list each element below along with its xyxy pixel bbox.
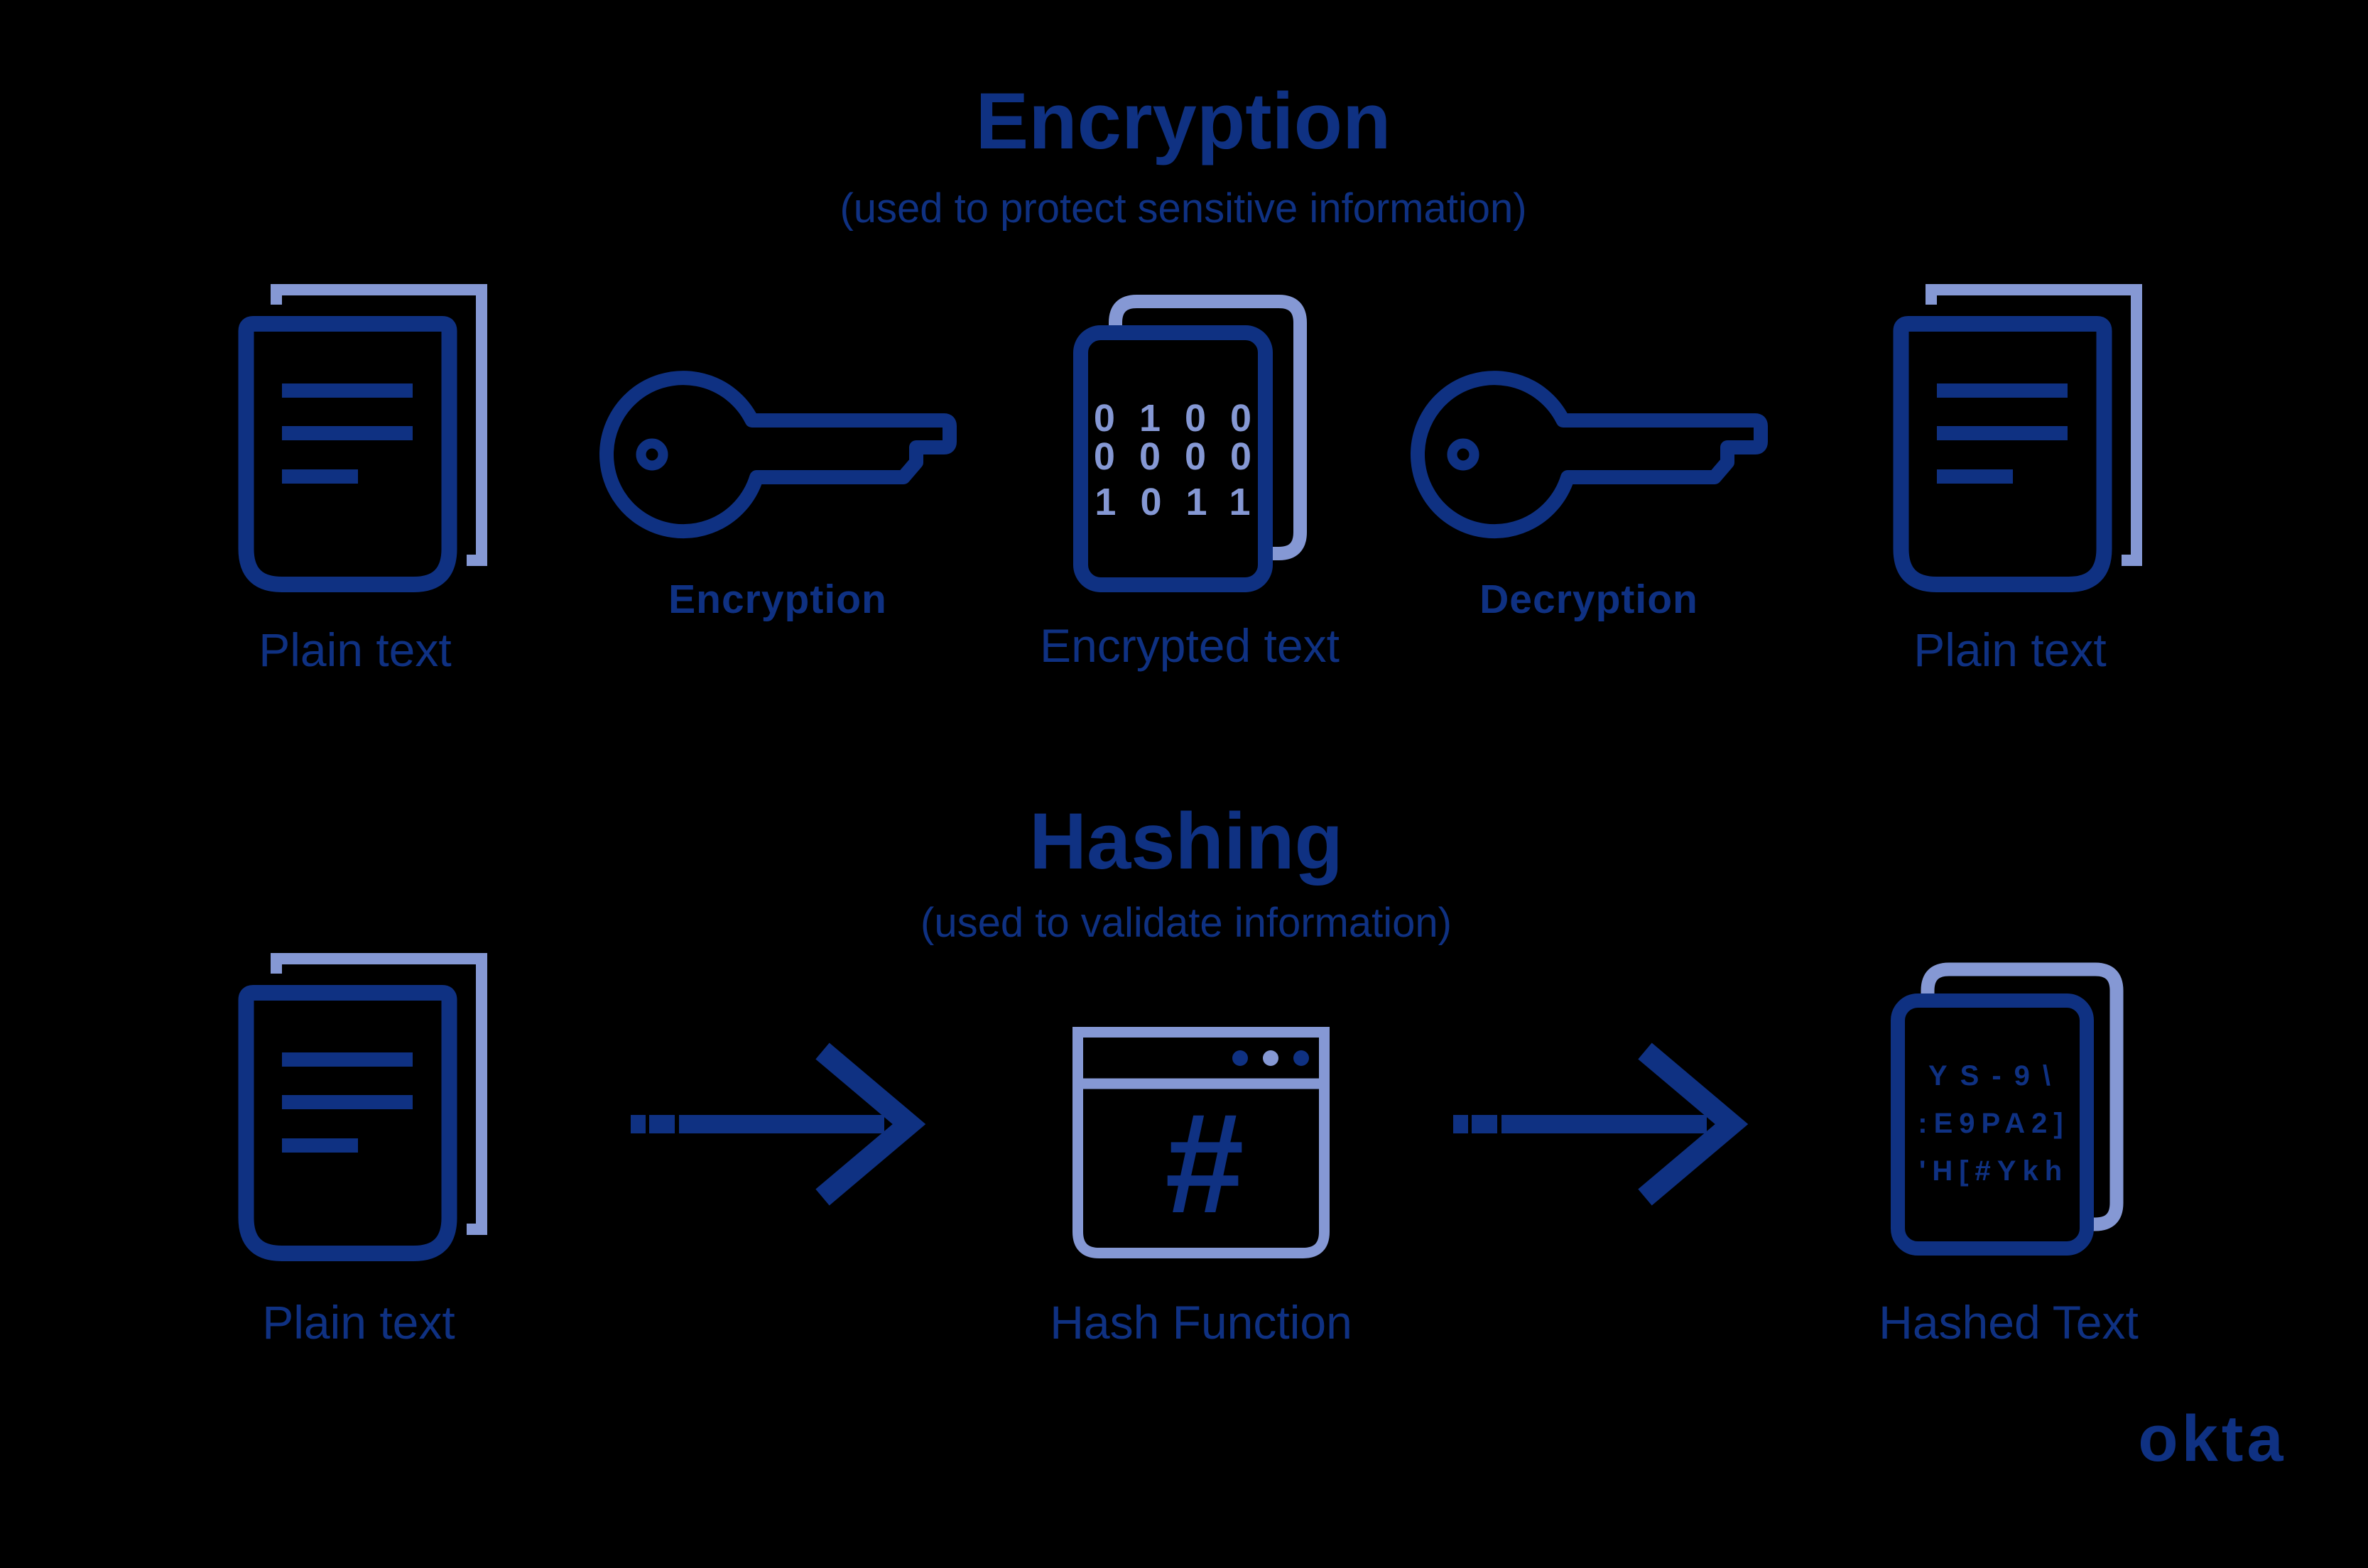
plain-text-document-icon (1901, 290, 2137, 584)
hashed-row-2: :E9PA2] (1918, 1108, 2069, 1139)
arrow-right-icon (631, 1051, 909, 1197)
hashed-characters: YS-9\ :E9PA2] 'H[#Ykh (1918, 1060, 2069, 1187)
hashing-subtitle: (used to validate information) (920, 900, 1452, 946)
binary-row-1: 0100 (1094, 397, 1276, 440)
encryption-title: Encryption (976, 77, 1391, 165)
window-dot-2 (1263, 1050, 1278, 1066)
binary-row-3: 1011 (1095, 481, 1274, 523)
hashing-section: Hashing (used to validate information) P… (246, 797, 2139, 1349)
plain-text-label-right: Plain text (1913, 624, 2106, 676)
okta-logo: okta (2138, 1403, 2286, 1475)
hashed-text-label: Hashed Text (1879, 1296, 2139, 1349)
plain-text-document-icon (246, 959, 482, 1253)
plain-text-label-hashing: Plain text (262, 1296, 455, 1349)
encryption-subtitle: (used to protect sensitive information) (840, 185, 1526, 232)
hash-symbol: # (1163, 1084, 1242, 1243)
hashed-document-icon: YS-9\ :E9PA2] 'H[#Ykh (1891, 962, 2124, 1256)
document-back-page (1921, 962, 2124, 1231)
hashed-row-3: 'H[#Ykh (1919, 1155, 2068, 1187)
encryption-section: Encryption (used to protect sensitive in… (246, 77, 2137, 676)
binary-digits: 0100 0000 1011 (1094, 397, 1276, 523)
hashed-row-1: YS-9\ (1928, 1060, 2063, 1091)
encryption-key-icon (607, 378, 950, 531)
encrypted-text-label: Encrypted text (1040, 619, 1340, 672)
window-dot-3 (1293, 1050, 1309, 1066)
document-front-page (1073, 325, 1273, 592)
decryption-key-label: Decryption (1479, 577, 1698, 622)
hash-function-label: Hash Function (1050, 1296, 1352, 1349)
plain-text-document-icon (246, 290, 482, 584)
arrow-right-icon (1453, 1051, 1732, 1197)
hash-function-window-icon: # (1072, 1027, 1330, 1258)
window-frame (1072, 1027, 1330, 1258)
binary-document-icon: 0100 0000 1011 (1073, 295, 1307, 592)
window-dot-1 (1232, 1050, 1248, 1066)
binary-row-2: 0000 (1094, 435, 1276, 478)
document-back-page (1109, 295, 1307, 560)
decryption-key-icon (1418, 378, 1761, 531)
hashing-title: Hashing (1029, 797, 1343, 886)
plain-text-label-left: Plain text (259, 624, 451, 676)
encryption-key-label: Encryption (668, 577, 887, 622)
document-front-page (1891, 993, 2094, 1256)
